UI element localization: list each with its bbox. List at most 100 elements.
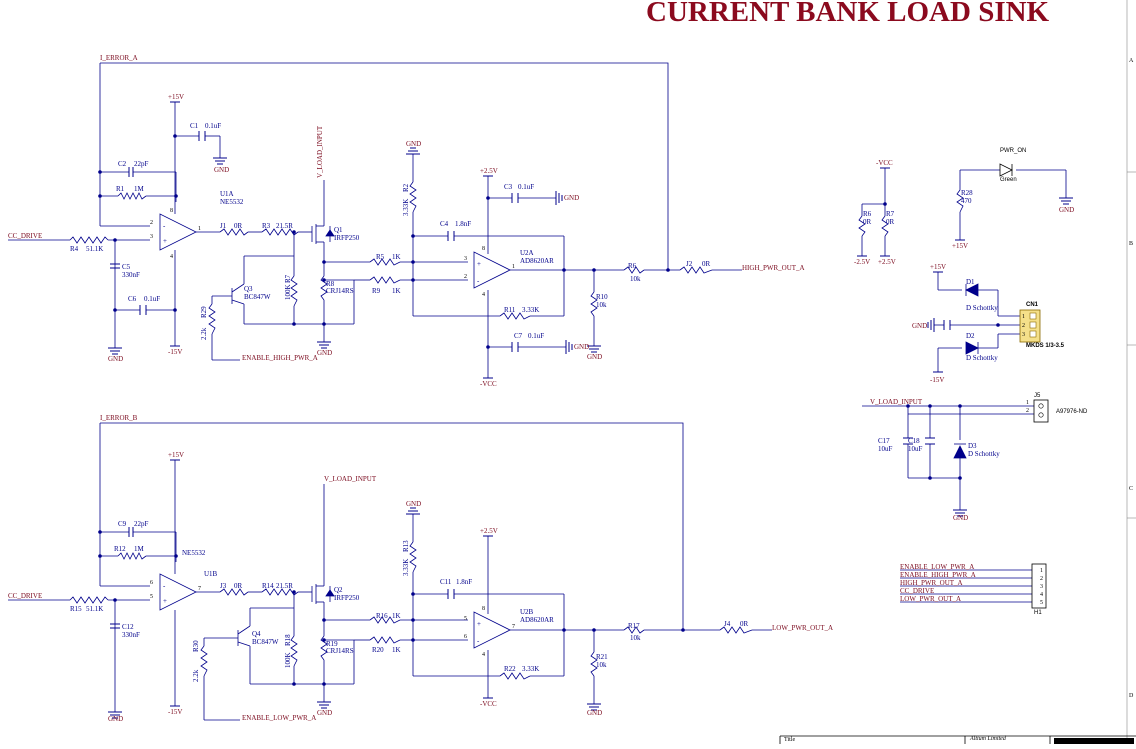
j3-value: 0R — [234, 582, 243, 590]
r21-value: 10k — [596, 661, 607, 669]
c9-value: 22pF — [134, 520, 149, 528]
j1-ref: J1 — [220, 222, 227, 230]
r12-ref: R12 — [114, 545, 126, 553]
ground-symbols — [108, 147, 1073, 719]
r28-value: 470 — [961, 197, 972, 205]
c3-value: 0.1uF — [518, 183, 534, 191]
c5-value: 330nF — [122, 271, 140, 279]
r7-ref: R7 — [284, 274, 292, 283]
wires-channel-b — [8, 422, 772, 721]
j5-pin-2: 2 — [1026, 408, 1029, 414]
capacitors — [110, 131, 951, 629]
net-low-pwr-out-a: LOW_PWR_OUT_A — [772, 624, 833, 632]
u1a-ref: U1A — [220, 190, 234, 198]
r19-value: CRJ14RS — [326, 647, 354, 655]
gnd-c1: GND — [214, 166, 229, 174]
r6b-value: 0R — [863, 218, 872, 226]
r17-value: 10k — [630, 634, 641, 642]
r14-ref: R14 — [262, 582, 274, 590]
r20-value: 1K — [392, 646, 401, 654]
u2b-pin-5: 5 — [464, 616, 467, 622]
d2-ref: D2 — [966, 332, 975, 340]
r6-ref: R6 — [628, 262, 637, 270]
d3-ref: D3 — [968, 442, 977, 450]
r20-ref: R20 — [372, 646, 384, 654]
pwr-vcc-u2b: -VCC — [480, 700, 497, 708]
r13-value: 3.33K — [402, 559, 410, 576]
gnd-c5: GND — [108, 355, 123, 363]
q4-value: BC847W — [252, 638, 279, 646]
r10-ref: R10 — [596, 293, 608, 301]
q3-ref: Q3 — [244, 285, 253, 293]
q2-value: IRFP250 — [334, 594, 360, 602]
r28-ref: R28 — [961, 189, 973, 197]
u2a-pin-2: 2 — [464, 274, 467, 280]
r5-ref: R5 — [376, 253, 385, 261]
d2-value: D Schottky — [966, 354, 998, 362]
r29-ref: R29 — [200, 306, 208, 318]
u2b-pin-6: 6 — [464, 634, 467, 640]
pwr-p15v-d1: +15V — [930, 263, 946, 271]
pwr-m15v-u1a: -15V — [168, 348, 182, 356]
pwr-vcc-u2a: -VCC — [480, 380, 497, 388]
j5-connector — [1033, 399, 1049, 423]
opamp-signs: -+ -+ +- +- — [163, 222, 481, 645]
r12-value: 1M — [134, 545, 145, 553]
r10-value: 10k — [596, 301, 607, 309]
h1-connector — [1031, 563, 1047, 609]
svg-text:-: - — [163, 222, 166, 230]
r13-ref: R13 — [402, 540, 410, 552]
r29-value: 2.2k — [200, 327, 208, 340]
j5-ref: J5 — [1034, 393, 1041, 399]
pwr-p25v-r7: +2.5V — [878, 258, 896, 266]
title-block-company: Altium Limited — [970, 736, 1006, 742]
border-letter-b: B — [1129, 241, 1133, 247]
r5-value: 1K — [392, 253, 401, 261]
r2-value: 3.33K — [402, 199, 410, 216]
h1-signal-5: LOW_PWR_OUT_A — [900, 595, 961, 603]
r14-value: 21.5R — [276, 582, 293, 590]
net-enable-high-pwr-a: ENABLE_HIGH_PWR_A — [242, 354, 318, 362]
r22-ref: R22 — [504, 665, 516, 673]
c3-ref: C3 — [504, 183, 513, 191]
gnd-c7: GND — [574, 343, 589, 351]
r11-value: 3.33K — [522, 306, 539, 314]
gnd-q1: GND — [317, 349, 332, 357]
net-enable-low-pwr-a: ENABLE_LOW_PWR_A — [242, 714, 316, 722]
gnd-r21: GND — [587, 709, 602, 717]
r8-value: CRJ14RS — [326, 287, 354, 295]
u1b-value: NE5532 — [182, 549, 206, 557]
q4-ref: Q4 — [252, 630, 261, 638]
c17-value: 10uF — [878, 445, 893, 453]
gnd-q2: GND — [317, 709, 332, 717]
c4-ref: C4 — [440, 220, 449, 228]
net-cc-drive-b: CC_DRIVE — [8, 592, 42, 600]
u2a-pin-3: 3 — [464, 256, 467, 262]
q3-bjt — [231, 283, 245, 305]
svg-text:-: - — [163, 582, 166, 590]
h1-pin-1: 1 — [1040, 568, 1043, 574]
c18-ref: C18 — [908, 437, 920, 445]
j5-value: A97976-ND — [1056, 409, 1088, 415]
j3-ref: J3 — [220, 582, 227, 590]
c6-value: 0.1uF — [144, 295, 160, 303]
r21-ref: R21 — [596, 653, 608, 661]
svg-text:+: + — [477, 620, 481, 628]
d1-ref: D1 — [966, 278, 975, 286]
border-letter-a: A — [1129, 58, 1134, 64]
c1-ref: C1 — [190, 122, 199, 130]
c7-value: 0.1uF — [528, 332, 544, 340]
u2b-symbol — [473, 611, 511, 649]
net-v-load-input-b: V_LOAD_INPUT — [324, 475, 377, 483]
c2-ref: C2 — [118, 160, 127, 168]
svg-text:-: - — [477, 637, 480, 645]
resistors — [69, 181, 964, 680]
r18-ref: R18 — [284, 634, 292, 646]
net-v-load-input-j5: V_LOAD_INPUT — [870, 398, 923, 406]
cn1-pin-1: 1 — [1022, 314, 1025, 320]
net-v-load-input-a: V_LOAD_INPUT — [316, 125, 324, 178]
r2-ref: R2 — [402, 183, 410, 192]
cn1-pin-3: 3 — [1022, 332, 1025, 338]
cn1-ref: CN1 — [1026, 302, 1039, 308]
